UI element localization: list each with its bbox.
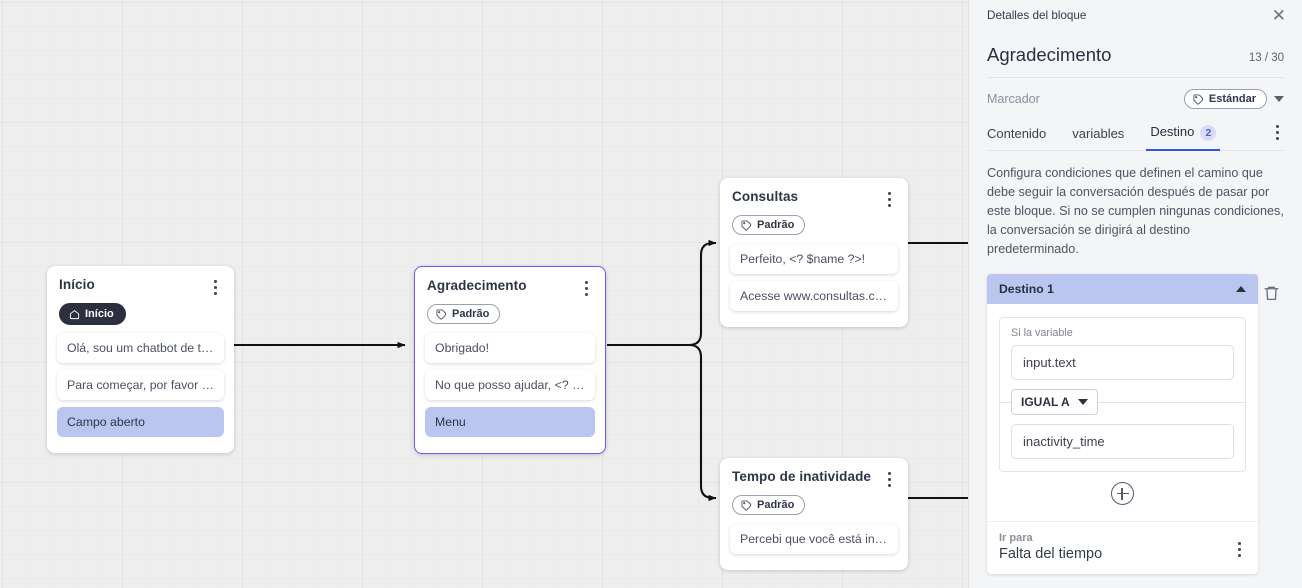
destination-label: Destino 1 (999, 282, 1054, 297)
compare-value-input[interactable]: inactivity_time (1011, 424, 1234, 460)
node-message[interactable]: No que posso ajudar, <? $name ... (425, 369, 595, 400)
more-vertical-icon[interactable] (1270, 124, 1284, 150)
node-title: Consultas (732, 189, 799, 204)
node-tag-badge[interactable]: Padrão (732, 495, 806, 515)
node-tag-row: Padrão (720, 208, 908, 244)
node-menu-icon[interactable] (579, 279, 593, 297)
node-tag-row: Padrão (720, 488, 908, 524)
tab-destino[interactable]: Destino 2 (1146, 118, 1221, 151)
block-details-panel: Detalles del bloque ✕ Agradecimento 13 /… (968, 0, 1302, 588)
marcador-badge[interactable]: Estándar (1183, 89, 1267, 109)
operator-select[interactable]: IGUAL A (1011, 389, 1098, 416)
tab-label: Contenido (987, 125, 1047, 141)
status-badge: 2 (1200, 124, 1217, 141)
more-vertical-icon[interactable] (1232, 540, 1246, 558)
node-menu-icon[interactable] (882, 470, 896, 488)
node-header: Início (47, 266, 234, 296)
panel-header-title: Detalles del bloque (987, 8, 1087, 22)
node-header: Tempo de inatividade (720, 458, 908, 488)
tag-icon (741, 219, 752, 231)
node-tag-label: Padrão (452, 308, 490, 320)
node-message[interactable]: Obrigado! (425, 332, 595, 363)
flow-canvas[interactable]: Início Início Olá, sou um chatbot de tes… (0, 0, 968, 588)
delete-destination-button[interactable] (1258, 274, 1284, 302)
add-condition-row (999, 472, 1246, 509)
node-tag-label: Padrão (757, 499, 795, 511)
destination-header[interactable]: Destino 1 (987, 274, 1258, 305)
flow-node-tempo-de-inatividade[interactable]: Tempo de inatividade Padrão Percebi que … (720, 458, 908, 570)
operator-row: IGUAL A (1000, 389, 1245, 416)
panel-title-row: Agradecimento 13 / 30 (987, 30, 1284, 78)
node-message-highlight[interactable]: Campo aberto (57, 407, 224, 437)
tab-contenido[interactable]: Contenido (987, 120, 1046, 150)
goto-row[interactable]: Ir para Falta del tiempo (987, 521, 1258, 574)
node-tag-label: Início (85, 308, 114, 320)
flow-node-inicio[interactable]: Início Início Olá, sou um chatbot de tes… (47, 266, 234, 453)
flow-node-consultas[interactable]: Consultas Padrão Perfeito, <? $name ?>! … (720, 178, 908, 327)
node-message[interactable]: Percebi que você está inativo. C... (730, 523, 898, 554)
flow-node-agradecimento[interactable]: Agradecimento Padrão Obrigado! No que po… (414, 266, 606, 454)
edge-agradecimento-inatividade (688, 343, 717, 502)
marcador-control[interactable]: Estándar (1183, 89, 1284, 109)
marcador-row: Marcador Estándar (987, 78, 1284, 118)
destination-body: Si la variable input.text IGUAL A inacti… (987, 304, 1258, 521)
destination-block: Destino 1 Si la variable input.text IGUA… (987, 274, 1284, 575)
tag-icon (1193, 93, 1204, 105)
condition-group: Si la variable input.text IGUAL A inacti… (999, 317, 1246, 473)
marcador-label: Marcador (987, 92, 1040, 106)
node-message[interactable]: Para começar, por favor digite o ... (57, 370, 224, 400)
edge-agradecimento-consultas (688, 239, 717, 347)
node-tag-row: Início (47, 296, 234, 333)
goto-label: Ir para (999, 532, 1033, 545)
marcador-value: Estándar (1208, 93, 1256, 105)
node-tag-badge[interactable]: Padrão (427, 304, 501, 324)
condition-label: Si la variable (1011, 327, 1073, 340)
panel-body: Agradecimento 13 / 30 Marcador Estándar (969, 30, 1302, 575)
node-header: Consultas (720, 178, 908, 208)
panel-description: Configura condiciones que definen el cam… (987, 165, 1284, 257)
node-message[interactable]: Perfeito, <? $name ?>! (730, 243, 898, 274)
node-tag-badge[interactable]: Início (59, 303, 126, 325)
panel-header: Detalles del bloque ✕ (969, 0, 1302, 30)
tag-icon (436, 308, 447, 320)
panel-tabs: Contenido variables Destino 2 (987, 118, 1284, 151)
destination-card: Destino 1 Si la variable input.text IGUA… (987, 274, 1258, 575)
node-message[interactable]: Olá, sou um chatbot de teste! (57, 333, 224, 363)
node-title: Tempo de inatividade (732, 469, 872, 484)
chevron-down-icon (1077, 399, 1088, 406)
node-tag-row: Padrão (415, 297, 605, 333)
node-header: Agradecimento (415, 267, 605, 297)
trash-icon (1263, 286, 1279, 301)
home-icon (69, 309, 80, 319)
flow-edges (233, 239, 968, 502)
close-icon[interactable]: ✕ (1271, 5, 1286, 25)
goto-value: Falta del tiempo (999, 546, 1103, 563)
node-title: Agradecimento (427, 278, 527, 293)
node-title: Início (59, 277, 95, 292)
tag-icon (741, 499, 752, 511)
node-tag-label: Padrão (757, 219, 795, 231)
tab-label: variables (1072, 125, 1125, 141)
variable-input[interactable]: input.text (1011, 345, 1234, 381)
chevron-down-icon[interactable] (1274, 96, 1284, 102)
chevron-up-icon[interactable] (1236, 286, 1246, 293)
plus-circle-icon[interactable] (1111, 482, 1134, 506)
node-message-highlight[interactable]: Menu (425, 406, 595, 437)
tab-label: Destino (1150, 124, 1195, 139)
tab-variables[interactable]: variables (1072, 120, 1124, 150)
operator-label: IGUAL A (1021, 395, 1070, 410)
page-title: Agradecimento (987, 44, 1112, 65)
node-tag-badge[interactable]: Padrão (732, 215, 806, 235)
node-menu-icon[interactable] (882, 190, 896, 208)
character-counter: 13 / 30 (1248, 52, 1284, 64)
goto-text: Ir para Falta del tiempo (999, 532, 1102, 562)
node-message[interactable]: Acesse www.consultas.com par... (730, 280, 898, 311)
node-menu-icon[interactable] (208, 278, 222, 296)
